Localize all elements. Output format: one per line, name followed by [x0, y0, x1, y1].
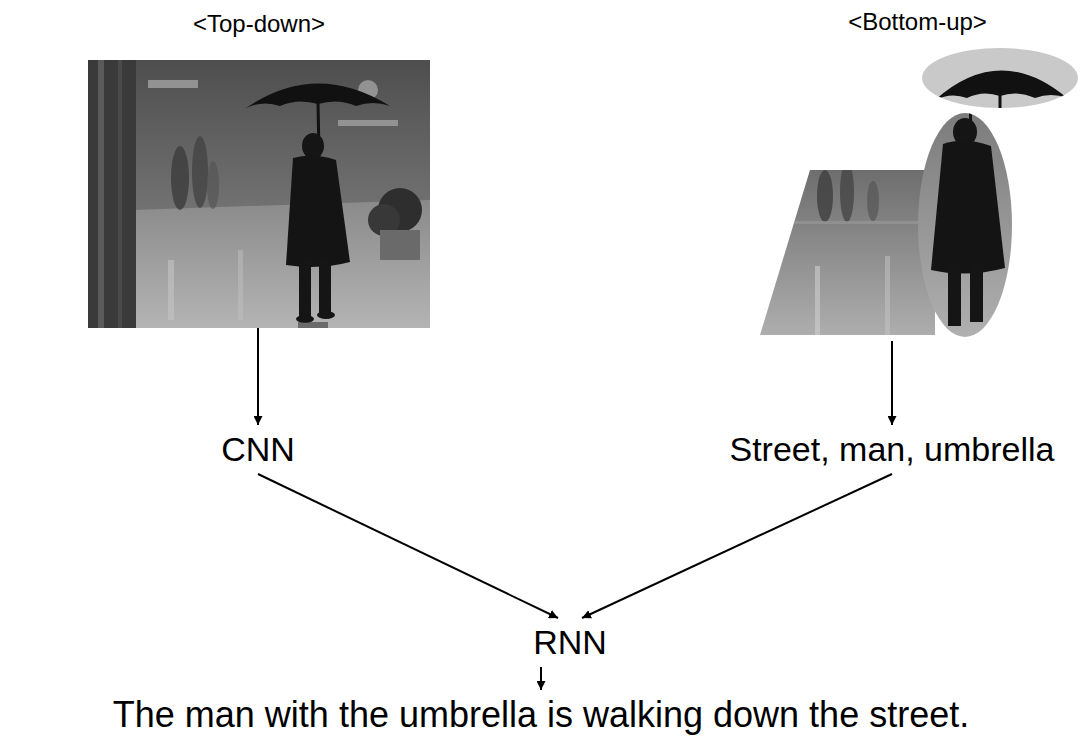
illustration-part	[168, 260, 174, 320]
illustration-part	[915, 106, 1025, 341]
illustration-part	[867, 181, 879, 221]
illustration-part	[98, 60, 104, 328]
illustration-part	[755, 221, 940, 224]
illustration-part	[88, 60, 136, 328]
flow-arrow	[257, 328, 259, 425]
word-list: Street, man, umbrella	[724, 425, 1060, 474]
illustration-part	[380, 230, 420, 260]
street-photo	[88, 60, 430, 328]
flow-arrow	[891, 341, 893, 425]
illustration-part	[931, 140, 1005, 273]
illustration-part	[755, 162, 940, 341]
node-text: RNN	[532, 620, 608, 664]
illustration-part	[970, 264, 983, 322]
node-text: CNN	[220, 427, 296, 471]
illustration-part	[238, 250, 243, 320]
illustration-part	[317, 311, 335, 319]
illustration-part	[118, 60, 122, 328]
region-cutouts	[755, 6, 1080, 341]
illustration-part	[969, 110, 972, 132]
illustration-part	[319, 260, 331, 314]
panel-heading: <Top-down>	[88, 8, 430, 39]
illustration-part	[948, 264, 961, 326]
model-label: RNN	[528, 618, 612, 667]
model-label: CNN	[216, 425, 300, 474]
illustration-part	[302, 133, 324, 159]
illustration-part	[286, 155, 350, 266]
illustration-part	[192, 136, 208, 208]
illustration-part	[815, 266, 820, 336]
illustration-part	[207, 161, 219, 209]
flow-arrow	[582, 474, 892, 618]
flow-arrow	[258, 474, 558, 618]
caption-sentence: The man with the umbrella is walking dow…	[108, 690, 975, 741]
photo-panel: <Bottom-up>	[755, 6, 1080, 341]
illustration-part	[817, 170, 833, 222]
illustration-part	[915, 46, 1080, 116]
illustration-part	[148, 80, 198, 88]
illustration-part	[171, 146, 189, 210]
illustration-part	[338, 120, 398, 126]
panel-heading: <Bottom-up>	[755, 6, 1080, 37]
illustration-part	[840, 162, 854, 222]
illustration-part	[296, 315, 314, 323]
illustration-part	[915, 106, 1025, 341]
illustration-part	[999, 94, 1002, 116]
node-text: Street, man, umbrella	[728, 427, 1056, 471]
illustration-part	[885, 256, 890, 336]
illustration-part	[88, 200, 430, 328]
illustration-part	[299, 260, 311, 318]
node-text: The man with the umbrella is walking dow…	[112, 692, 971, 739]
photo-panel: <Top-down>	[88, 8, 430, 328]
illustration-part	[915, 46, 1080, 111]
illustration-part	[298, 322, 328, 328]
flow-arrow	[540, 667, 542, 690]
illustration-part	[88, 60, 430, 328]
